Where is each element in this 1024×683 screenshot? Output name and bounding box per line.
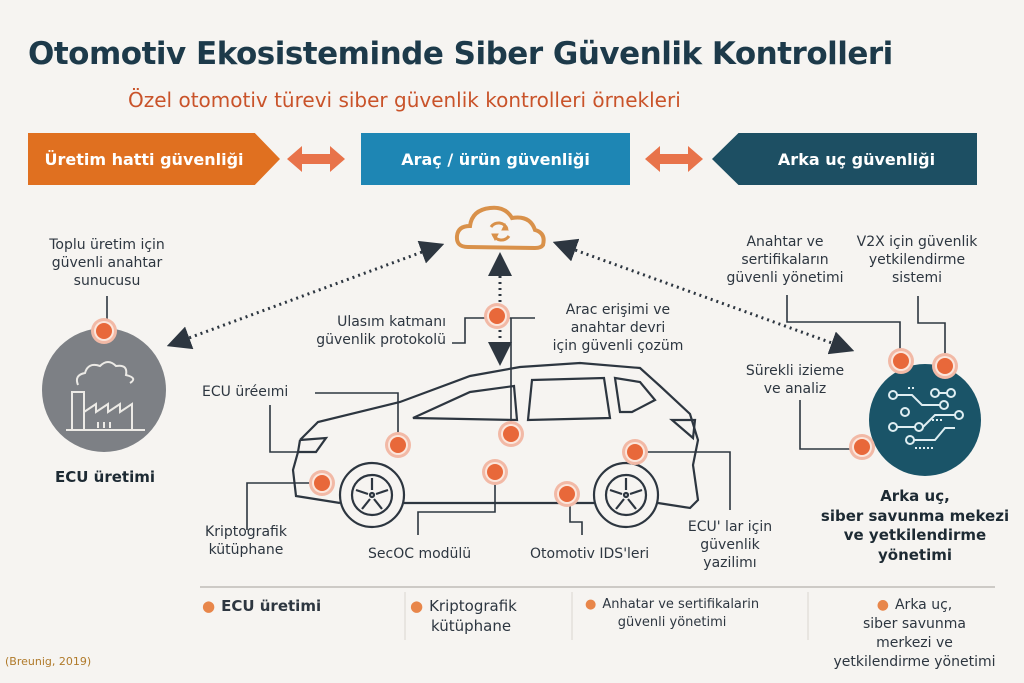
continuous-monitoring-annotation: Sürekli izieme ve analiz: [730, 362, 860, 398]
annotation-line: sistemi: [891, 270, 943, 287]
citation: (Breunig, 2019): [5, 655, 92, 668]
front-wheel: [338, 461, 406, 529]
title-line: siber savunma mekezi: [820, 506, 1010, 525]
summary-text: Kriptografik: [429, 597, 517, 615]
annotation-line: Toplu üretim için: [49, 237, 165, 253]
car-outline: [291, 361, 700, 510]
factory-icon: [42, 328, 166, 452]
bullet-icon: ●: [585, 597, 597, 612]
summary-text: merkezi ve: [876, 634, 953, 651]
label-line: kütüphane: [208, 542, 284, 559]
hotspot-dot-icon: [622, 439, 648, 465]
label-line: için güvenli çozüm: [552, 338, 684, 355]
double-arrow-icon: [287, 146, 345, 172]
hotspot-dot-icon: [888, 348, 914, 374]
title-line: Arka uç,: [880, 487, 950, 505]
annotation-line: Sürekli izieme: [745, 363, 845, 379]
annotation-line: güvenli yönetimi: [726, 270, 844, 287]
ecu-security-software-label: ECU' lar için güvenlik yazilimı: [680, 518, 780, 573]
title-line: ve yetkilendirme: [843, 526, 987, 544]
label-line: güvenlik protokolü: [316, 332, 446, 349]
bullet-icon: ●: [410, 597, 424, 615]
summary-item-backend: ● Arka uç, siber savunma merkezi ve yetki…: [812, 596, 1017, 672]
summary-text: kütüphane: [431, 617, 512, 636]
cloud-sync-icon: [454, 205, 546, 251]
crypto-library-label: Kriptografik kütüphane: [196, 523, 296, 559]
circuit-icon: [869, 364, 981, 476]
annotation-line: Anahtar ve: [746, 234, 824, 250]
hotspot-dot-icon: [482, 459, 508, 485]
summary-item-ecu: ● ECU üretimi: [202, 596, 321, 616]
banner-vehicle-security: Araç / ürün güvenliği: [361, 133, 630, 185]
hotspot-dot-icon: [849, 434, 875, 460]
backend-title: Arka uç, siber savunma mekezi ve yetkile…: [800, 487, 1024, 565]
vehicle-access-label: Arac erişimi ve anahtar devri için güven…: [538, 301, 698, 356]
connection-arrow: [166, 238, 855, 366]
summary-text: siber savunma: [862, 615, 966, 632]
v2x-authorization-annotation: V2X için güvenlik yetkilendirme sistemi: [842, 233, 992, 288]
summary-text: Arka uç,: [894, 597, 953, 613]
summary-item-crypto: ● Kriptografik kütüphane: [410, 596, 517, 637]
label-line: güvenlik: [700, 537, 760, 554]
ecu-label: ECU üréeımi: [202, 384, 289, 400]
rear-wheel: [592, 461, 660, 529]
transport-layer-label: Ulasım katmanı güvenlik protokolü: [300, 313, 446, 349]
summary-text: ECU üretimi: [221, 597, 322, 615]
label-line: anahtar devri: [570, 320, 666, 337]
annotation-line: yetkilendirme: [868, 252, 966, 269]
label-line: Arac erişimi ve: [565, 302, 671, 318]
banner-production-security: Üretim hatti güvenliği: [28, 133, 280, 185]
hotspot-dot-icon: [484, 303, 510, 329]
annotation-line: ve analiz: [763, 381, 827, 398]
annotation-line: V2X için güvenlik: [856, 234, 978, 250]
page-subtitle: Özel otomotiv türevi siber güvenlik kont…: [128, 88, 681, 112]
bullet-icon: ●: [876, 597, 889, 613]
annotation-line: sunucusu: [73, 273, 141, 290]
label-line: Kriptografik: [205, 524, 287, 540]
automotive-ids-label: Otomotiv IDS'leri: [530, 546, 650, 562]
hotspot-dot-icon: [91, 318, 117, 344]
hotspot-dot-icon: [385, 432, 411, 458]
label-line: Ulasım katmanı: [337, 314, 446, 330]
ecu-production-title: ECU üretimi: [55, 468, 155, 486]
summary-text: Anhatar ve sertifikalarin: [602, 597, 760, 612]
label-line: yazilimı: [703, 555, 757, 572]
hotspot-dot-icon: [932, 353, 958, 379]
summary-text: güvenli yönetimi: [617, 614, 727, 630]
leader-lines: [106, 295, 995, 640]
summary-text: yetkilendirme yönetimi: [833, 653, 996, 670]
key-cert-management-annotation: Anahtar ve sertifikaların güvenli yöneti…: [705, 233, 865, 288]
double-arrow-icon: [645, 146, 703, 172]
summary-item-keys: ● Anhatar ve sertifikalarin güvenli yönet…: [585, 596, 759, 631]
hotspot-dot-icon: [309, 470, 335, 496]
page-title: Otomotiv Ekosisteminde Siber Güvenlik Ko…: [28, 36, 893, 72]
hotspot-dot-icon: [554, 481, 580, 507]
secoc-module-label: SecOC modülü: [368, 546, 472, 562]
key-server-annotation: Toplu üretim için güvenli anahtar sunucu…: [32, 236, 182, 291]
annotation-line: sertifikaların: [741, 252, 829, 269]
banner-backend-security: Arka uç güvenliği: [712, 133, 977, 185]
bullet-icon: ●: [202, 597, 216, 615]
hotspot-dot-icon: [498, 421, 524, 447]
title-line: yönetimi: [877, 545, 953, 564]
label-line: ECU' lar için: [687, 519, 773, 535]
annotation-line: güvenli anahtar: [51, 255, 163, 272]
